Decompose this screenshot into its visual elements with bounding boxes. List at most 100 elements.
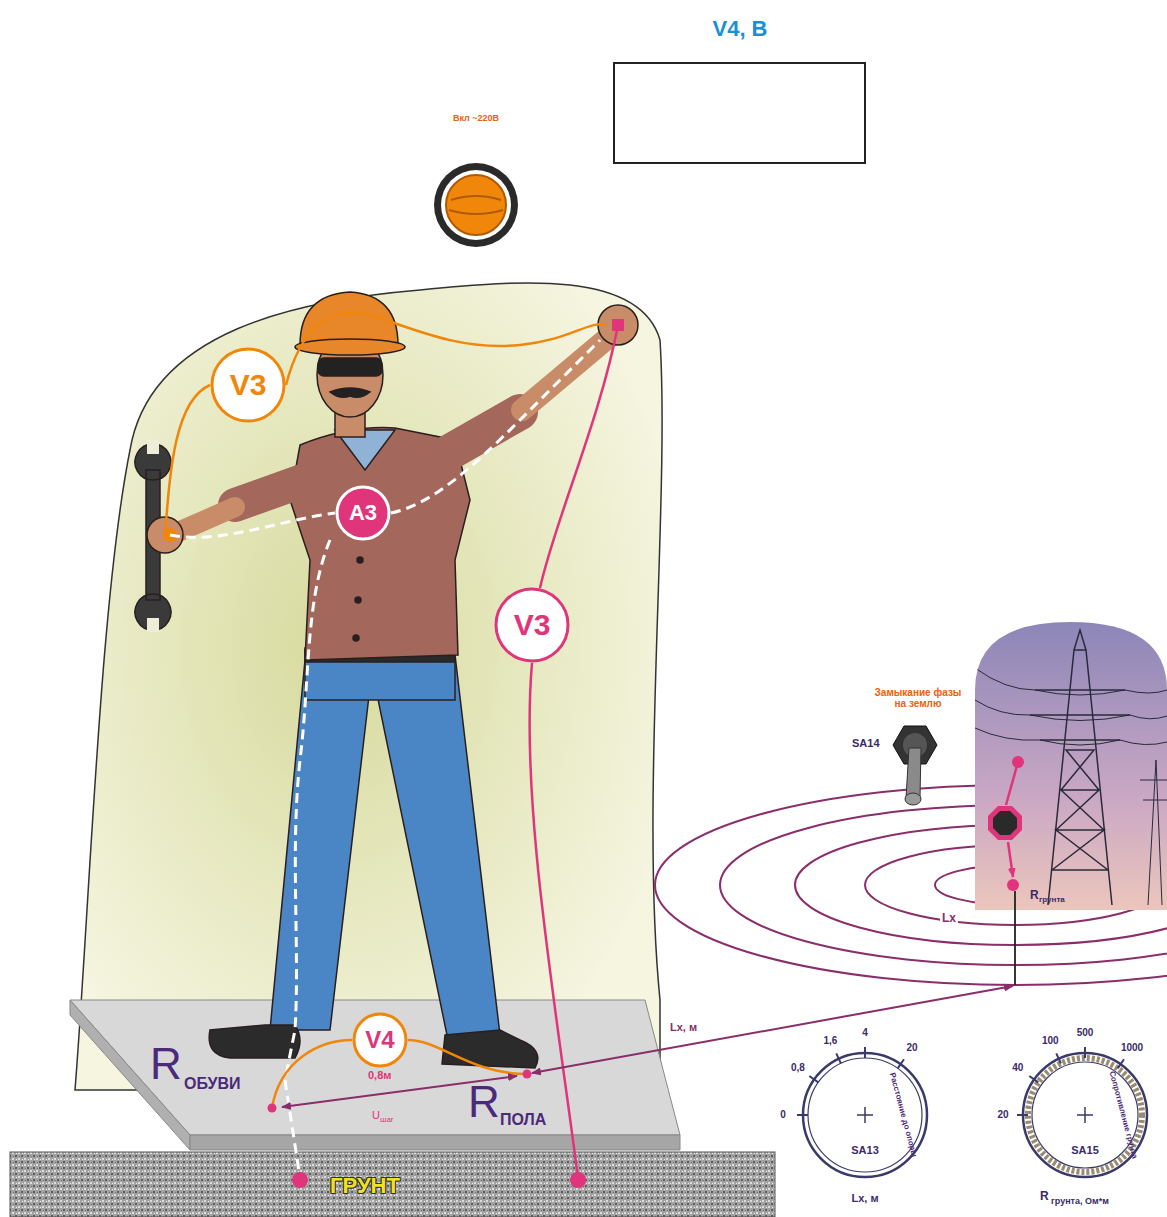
scale-tick (1118, 1059, 1124, 1068)
scale-tick (836, 1053, 841, 1063)
button-caption: Вкл ~220В (421, 114, 531, 124)
ground-rod (1014, 891, 1016, 985)
scale-tick (797, 1114, 808, 1116)
contact-dot (1007, 879, 1019, 891)
subscript: ПОЛА (500, 1112, 546, 1128)
switch-caption: Замыкание фазы на землю (870, 687, 966, 709)
fault-arrow (1008, 842, 1013, 877)
dashed-current-path (391, 340, 600, 513)
meter-circle: V4 (352, 1012, 408, 1068)
circle-shape (496, 589, 568, 661)
scale-value: 20 (997, 1110, 1008, 1120)
shirt-button (353, 635, 359, 641)
ground-contact (292, 1172, 308, 1188)
left-sleeve (235, 480, 305, 505)
right-shoe (442, 1030, 538, 1068)
scale-value: 4 (862, 1028, 868, 1038)
display-heading: V4, B (600, 16, 880, 42)
dial-ring (1032, 1062, 1138, 1168)
left-shoe (209, 1025, 300, 1058)
orange-wire (286, 313, 606, 385)
resistance-symbol: R (1030, 889, 1039, 901)
scale-value: 0 (780, 1110, 786, 1120)
scale-value: 100 (1042, 1036, 1059, 1046)
button-shine (449, 196, 503, 214)
contact-dot (1012, 756, 1024, 768)
ground-label: ГРУНТ (330, 1175, 400, 1197)
resistance-symbol: R (1040, 1190, 1049, 1202)
switch-lever (906, 748, 921, 798)
left-forearm (178, 507, 235, 532)
voltmeter-display: V4, B (600, 16, 880, 168)
toggle-switch (893, 726, 937, 805)
dial-caption: Lx, м (851, 1193, 878, 1204)
scale-value: 500 (1077, 1028, 1094, 1038)
distance-label: Lx, м (668, 1022, 699, 1033)
ground-contact (570, 1172, 586, 1188)
left-leg (270, 660, 372, 1030)
wrench-notch (147, 618, 159, 632)
distance-label: Lx (940, 912, 958, 924)
dial-ticks (797, 1047, 1124, 1115)
button-gap (441, 170, 511, 240)
scale-tick (1029, 1076, 1038, 1082)
resistance-symbol: R (468, 1080, 500, 1124)
switch-name: SA14 (852, 738, 880, 749)
scale-value: 0,8 (791, 1063, 805, 1073)
scale-tick (1084, 1047, 1086, 1058)
mustache (330, 388, 370, 397)
tower-lattice (1030, 630, 1130, 905)
dial-caption: грунта, Ом*м (1051, 1197, 1109, 1206)
dial-lx (803, 1053, 927, 1177)
background-blob (75, 283, 662, 1090)
subscript: ОБУВИ (184, 1076, 241, 1092)
probe-dot (523, 1070, 532, 1079)
dial-center (1077, 1107, 1093, 1123)
scale-tick (864, 1047, 866, 1058)
worker (135, 292, 638, 1068)
wire (1006, 762, 1018, 805)
tower-panel (975, 622, 1167, 910)
scale-value: 1000 (1121, 1043, 1143, 1053)
scale-tick (898, 1059, 904, 1068)
dial-center (857, 1107, 873, 1123)
probe-dot (268, 1104, 277, 1113)
scale-tick (809, 1076, 818, 1082)
button-symbol (421, 112, 531, 252)
wires (163, 313, 1013, 1188)
wrench-notch (147, 440, 159, 454)
platform-side (70, 1000, 190, 1150)
pink-wire (540, 325, 618, 588)
dashed-current-path (170, 513, 335, 537)
fault-nut (988, 806, 1022, 840)
subscript: шаг (380, 1116, 394, 1124)
dial-ring (808, 1058, 922, 1172)
pink-wire (530, 663, 578, 1178)
power-button: Вкл ~220В (421, 112, 531, 252)
switch-lever-tip (905, 793, 921, 805)
dial-ring (803, 1053, 927, 1177)
right-leg (372, 655, 500, 1040)
sunglasses (318, 358, 382, 376)
meter-circle: V3 (210, 347, 286, 423)
circle-shape (337, 487, 389, 539)
meter-name: V3 (514, 610, 551, 640)
circle-shape (212, 349, 284, 421)
dial-r (1023, 1053, 1147, 1177)
dial-ring-texture (1028, 1058, 1142, 1172)
meter-name: V4 (365, 1028, 394, 1052)
sky-panel (975, 622, 1167, 910)
meter-name: V3 (230, 370, 267, 400)
platform-front (190, 1135, 680, 1150)
contact-square (612, 319, 624, 331)
scale-value: 40 (1012, 1063, 1023, 1073)
scale-value: 20 (906, 1043, 917, 1053)
power-lines (975, 668, 1167, 745)
switch-name: SA15 (1071, 1145, 1099, 1156)
meter-circle: A3 (335, 485, 391, 541)
far-tower (1140, 760, 1167, 905)
distance-arrow (532, 986, 1013, 1073)
dial-ring (1023, 1053, 1147, 1177)
scale-tick (1056, 1053, 1061, 1063)
